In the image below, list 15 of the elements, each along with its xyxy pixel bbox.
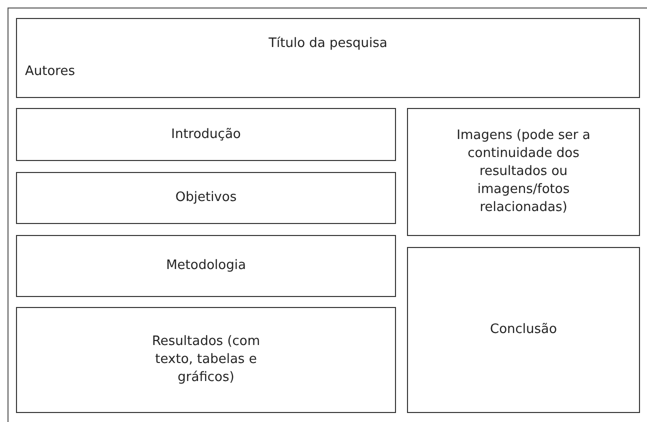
- section-panel: [407, 247, 640, 413]
- section-heading: Conclusão: [489, 321, 558, 339]
- authors-text: Autores: [24, 63, 76, 81]
- section-panel: [16, 307, 396, 413]
- header-panel: [16, 18, 640, 98]
- section-panel: [16, 172, 396, 224]
- poster-title: Título da pesquisa: [268, 35, 388, 53]
- section-heading: Objetivos: [174, 189, 238, 207]
- section-panel: [16, 108, 396, 161]
- section-heading: Imagens (pode ser a continuidade dos resultados ou imagens/fotos relacionadas): [456, 127, 592, 217]
- section-heading: Resultados (com texto, tabelas e gráficos): [150, 333, 262, 387]
- section-heading: Introdução: [170, 126, 242, 144]
- section-panel: [16, 235, 396, 297]
- section-heading: Metodologia: [165, 257, 247, 275]
- section-panel: [407, 108, 640, 236]
